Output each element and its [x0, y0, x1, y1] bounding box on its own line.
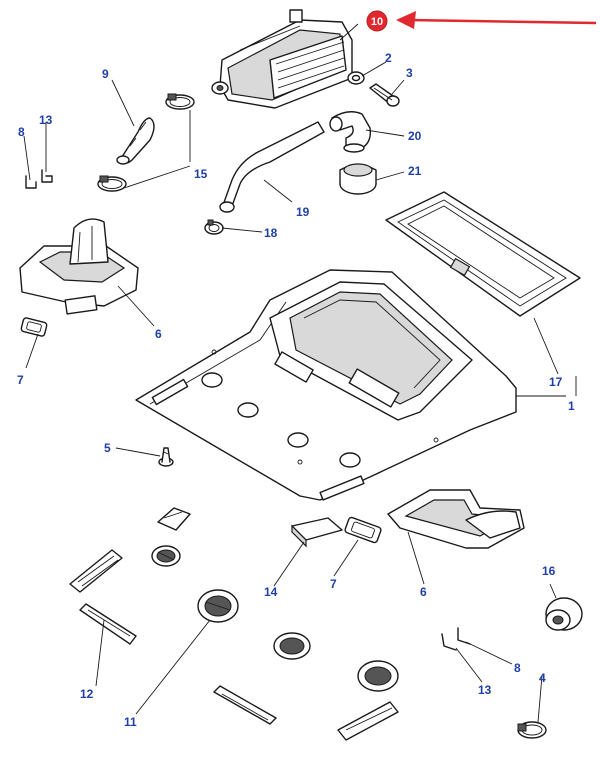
- part-12-vent-strip[interactable]: [79, 603, 137, 645]
- callout-3: 3: [406, 66, 413, 80]
- callout-13-upper: 13: [39, 113, 53, 127]
- part-6-duct-lower[interactable]: [387, 489, 525, 549]
- part-5-screw[interactable]: [158, 447, 174, 467]
- round-vent-2[interactable]: [273, 632, 311, 660]
- part-19-pipe[interactable]: [219, 121, 325, 213]
- round-vent-3[interactable]: [357, 660, 399, 692]
- leader-lines: [23, 23, 577, 723]
- part-6-duct-upper[interactable]: [19, 218, 139, 315]
- part-10-air-box[interactable]: [211, 9, 353, 109]
- part-12-vent-strip-upper[interactable]: [69, 549, 123, 593]
- callout-8-lower: 8: [514, 661, 521, 675]
- part-13-clip-lower[interactable]: [441, 633, 457, 651]
- callout-17: 17: [549, 375, 563, 389]
- callout-18: 18: [264, 226, 278, 240]
- vent-upper-small[interactable]: [157, 507, 191, 531]
- part-15-clamp-upper[interactable]: [165, 93, 195, 110]
- part-17-seal-frame[interactable]: [385, 191, 581, 317]
- part-14-insert[interactable]: [291, 517, 343, 548]
- vent-strip-lower-1[interactable]: [213, 685, 277, 725]
- part-7-gasket-lower[interactable]: [344, 516, 382, 544]
- callout-14: 14: [264, 585, 278, 599]
- callout-16: 16: [542, 564, 556, 578]
- part-8-clip-lower[interactable]: [457, 627, 471, 645]
- part-21-grommet[interactable]: [339, 163, 377, 195]
- highlight-arrow: [396, 11, 597, 29]
- part-4-hose-clamp[interactable]: [517, 721, 547, 739]
- callout-13-lower: 13: [478, 683, 492, 697]
- part-3-bolt[interactable]: [369, 83, 400, 107]
- part-18-clamp[interactable]: [204, 219, 224, 235]
- callout-9: 9: [102, 67, 109, 81]
- callout-19: 19: [296, 205, 310, 219]
- callouts: 10 9 2 3 13 8 20 15 21 19 18 6 7 17 1 5 …: [17, 10, 575, 729]
- callout-4: 4: [539, 671, 546, 685]
- callout-1: 1: [568, 399, 575, 413]
- callout-2: 2: [385, 51, 392, 65]
- callout-10: 10: [371, 16, 383, 28]
- vent-strip-lower-2[interactable]: [337, 701, 399, 741]
- part-15-clamp-lower[interactable]: [97, 175, 127, 192]
- round-vent-1[interactable]: [151, 545, 181, 567]
- callout-15: 15: [194, 167, 208, 181]
- callout-21: 21: [408, 164, 422, 178]
- callout-11: 11: [124, 715, 137, 729]
- callout-7-upper: 7: [17, 373, 24, 387]
- callout-6-lower: 6: [420, 585, 427, 599]
- part-11-round-vent[interactable]: [197, 589, 239, 623]
- callout-5: 5: [104, 441, 111, 455]
- part-2-washer[interactable]: [347, 71, 365, 85]
- callout-10-badge: 10: [366, 10, 388, 32]
- callout-7-lower: 7: [330, 577, 337, 591]
- part-9-hose[interactable]: [116, 117, 155, 165]
- callout-20: 20: [408, 129, 422, 143]
- part-20-elbow[interactable]: [329, 111, 372, 153]
- part-13-clip-upper[interactable]: [41, 169, 53, 183]
- part-7-gasket-upper[interactable]: [20, 317, 48, 337]
- part-16-grommet[interactable]: [545, 597, 583, 631]
- callout-8-upper: 8: [18, 125, 25, 139]
- callout-6-upper: 6: [155, 327, 162, 341]
- part-8-clip-upper[interactable]: [25, 175, 37, 189]
- callout-12: 12: [80, 687, 94, 701]
- part-1-roof-panel[interactable]: [135, 269, 517, 501]
